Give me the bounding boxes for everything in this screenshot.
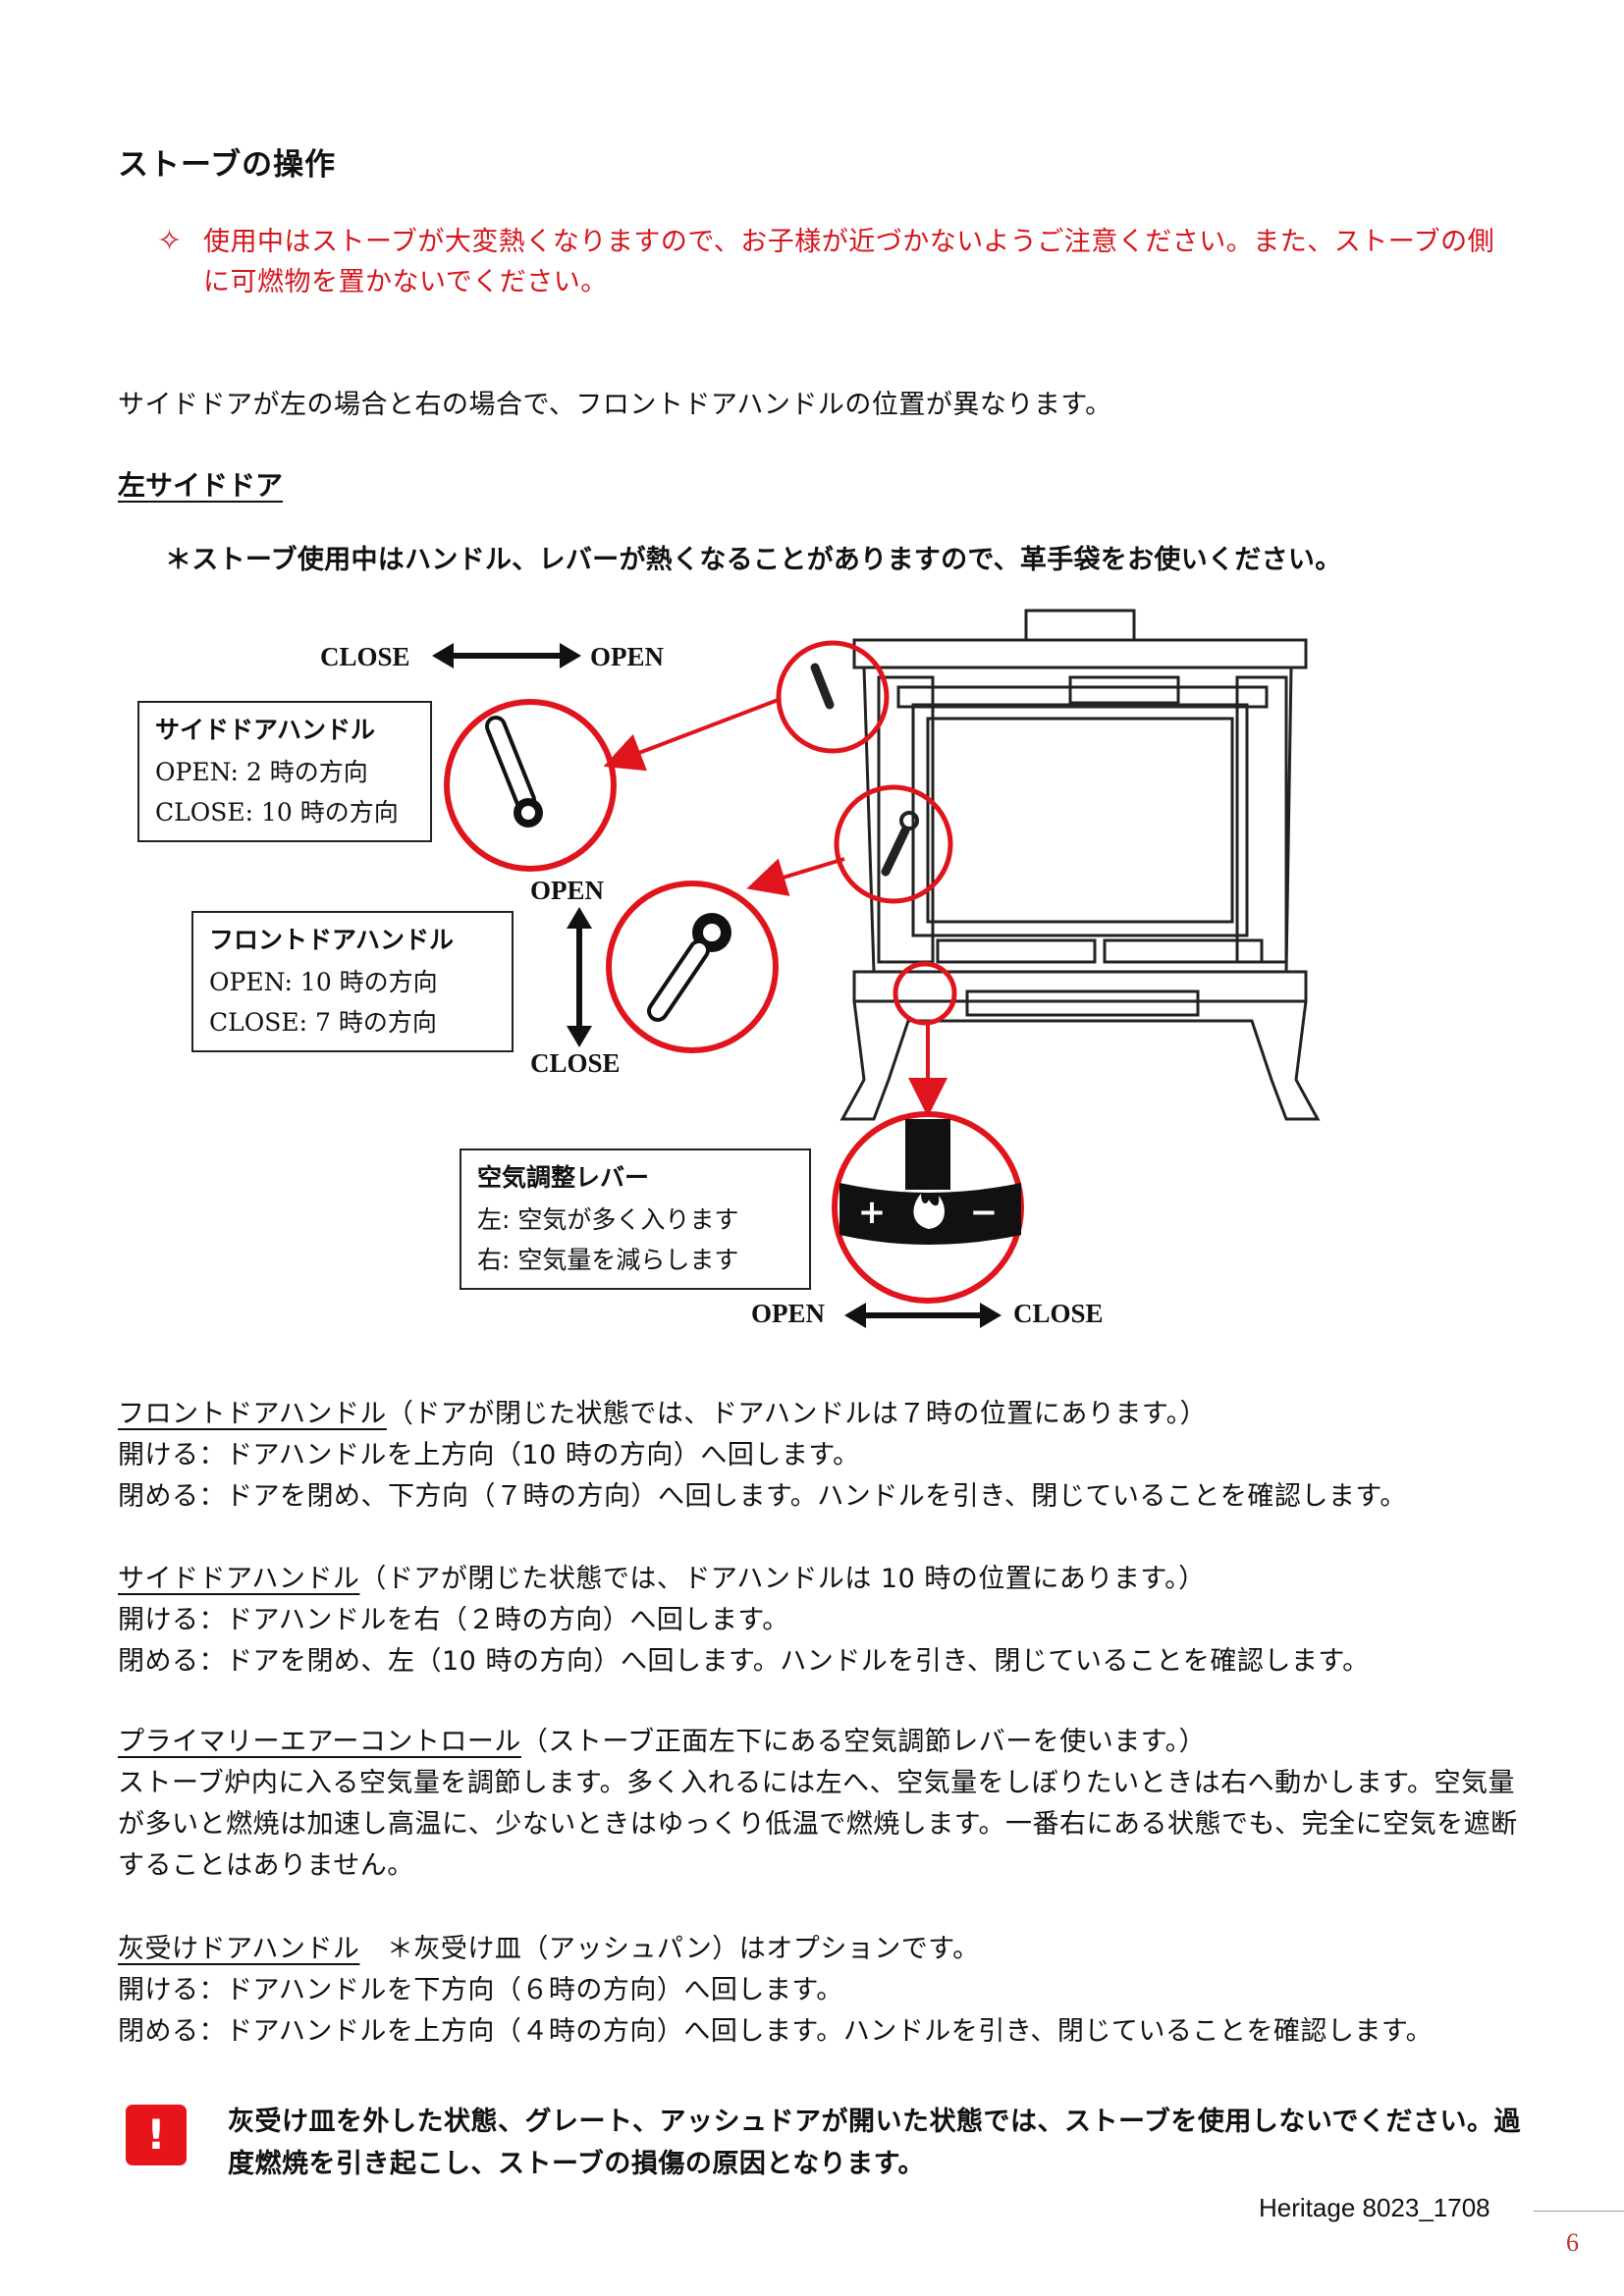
ash-handle-open: 開ける：ドアハンドルを下方向（６時の方向）へ回します。 bbox=[118, 1975, 843, 2005]
glove-note: ＊ストーブ使用中はハンドル、レバーが熱くなることがありますので、革手袋をお使いく… bbox=[165, 545, 1342, 575]
front-handle-box: フロントドアハンドル OPEN: 10 時の方向 CLOSE: 7 時の方向 bbox=[191, 911, 514, 1052]
front-handle-section: フロントドアハンドル（ドアが閉じた状態では、ドアハンドルは７時の位置にあります。… bbox=[118, 1394, 1522, 1518]
side-handle-open: 開ける：ドアハンドルを右（２時の方向）へ回します。 bbox=[118, 1605, 789, 1635]
side-open-label: OPEN bbox=[590, 642, 665, 671]
ash-handle-section: 灰受けドアハンドル ＊灰受け皿（アッシュパン）はオプションです。 開ける：ドアハ… bbox=[118, 1929, 1522, 2053]
side-handle-section: サイドドアハンドル（ドアが閉じた状態では、ドアハンドルは 10 時の位置にありま… bbox=[118, 1559, 1522, 1682]
side-handle-box: サイドドアハンドル OPEN: 2 時の方向 CLOSE: 10 時の方向 bbox=[137, 701, 432, 842]
air-open-label: OPEN bbox=[751, 1299, 826, 1328]
front-handle-open: 開ける：ドアハンドルを上方向（10 時の方向）へ回します。 bbox=[118, 1440, 860, 1470]
ash-handle-desc: ＊灰受け皿（アッシュパン）はオプションです。 bbox=[359, 1934, 980, 1964]
primary-air-body: ストーブ炉内に入る空気量を調節します。多く入れるには左へ、空気量をしぼりたいとき… bbox=[118, 1768, 1518, 1881]
intro-text: サイドドアが左の場合と右の場合で、フロントドアハンドルの位置が異なります。 bbox=[118, 390, 1112, 420]
front-handle-box-title: フロントドアハンドル bbox=[209, 926, 455, 954]
air-lever-box: 空気調整レバー 左: 空気が多く入ります 右: 空気量を減らします bbox=[460, 1148, 811, 1290]
front-handle-close: 閉める：ドアを閉め、下方向（７時の方向）へ回します。ハンドルを引き、閉じているこ… bbox=[118, 1481, 1407, 1512]
air-lever-box-title: 空気調整レバー bbox=[477, 1163, 650, 1192]
primary-air-desc: （ストーブ正面左下にある空気調節レバーを使います。） bbox=[520, 1727, 1207, 1757]
front-handle-box-close: CLOSE: 7 時の方向 bbox=[209, 1008, 437, 1037]
side-handle-box-title: サイドドアハンドル bbox=[155, 716, 376, 744]
warning-star-icon: ✧ bbox=[157, 224, 183, 258]
ash-handle-close: 閉める：ドアハンドルを上方向（４時の方向）へ回します。ハンドルを引き、閉じている… bbox=[118, 2016, 1434, 2047]
page-title: ストーブの操作 bbox=[118, 147, 337, 183]
page-number: 6 bbox=[1566, 2228, 1579, 2257]
stove-diagram: + − bbox=[432, 609, 1321, 1328]
ash-handle-title: 灰受けドアハンドル bbox=[118, 1934, 360, 1964]
side-handle-box-close: CLOSE: 10 時の方向 bbox=[155, 798, 399, 827]
section-title: 左サイドドア bbox=[118, 469, 284, 502]
front-handle-title: フロントドアハンドル bbox=[118, 1399, 387, 1429]
primary-air-section: プライマリーエアーコントロール（ストーブ正面左下にある空気調節レバーを使います。… bbox=[118, 1722, 1522, 1887]
side-handle-close: 閉める：ドアを閉め、左（10 時の方向）へ回します。ハンドルを引き、閉じているこ… bbox=[118, 1646, 1370, 1677]
lever-plus-label: + bbox=[858, 1193, 887, 1232]
footer-divider bbox=[1534, 2211, 1624, 2212]
front-handle-desc: （ドアが閉じた状態では、ドアハンドルは７時の位置にあります。） bbox=[386, 1399, 1208, 1429]
side-handle-desc: （ドアが閉じた状態では、ドアハンドルは 10 時の位置にあります。） bbox=[359, 1564, 1206, 1594]
front-open-label: OPEN bbox=[530, 876, 605, 905]
front-handle-box-open: OPEN: 10 時の方向 bbox=[209, 968, 438, 996]
air-close-label: CLOSE bbox=[1013, 1299, 1104, 1328]
side-handle-title: サイドドアハンドル bbox=[118, 1564, 360, 1594]
side-close-label: CLOSE bbox=[320, 642, 410, 671]
lever-minus-label: − bbox=[970, 1193, 999, 1232]
front-close-label: CLOSE bbox=[530, 1048, 621, 1078]
alert-text: 灰受け皿を外した状態、グレート、アッシュドアが開いた状態では、ストーブを使用しな… bbox=[228, 2107, 1522, 2179]
warning-text: 使用中はストーブが大変熱くなりますので、お子様が近づかないようご注意ください。ま… bbox=[203, 227, 1495, 297]
flame-icon bbox=[913, 1194, 945, 1229]
primary-air-title: プライマリーエアーコントロール bbox=[118, 1727, 521, 1757]
alert-exclamation-icon: ! bbox=[126, 2105, 187, 2165]
air-lever-box-right: 右: 空気量を減らします bbox=[477, 1246, 739, 1274]
side-handle-box-open: OPEN: 2 時の方向 bbox=[155, 758, 368, 786]
air-lever-box-left: 左: 空気が多く入ります bbox=[477, 1205, 739, 1234]
document-code: Heritage 8023_1708 bbox=[1259, 2193, 1490, 2222]
stove-illustration bbox=[839, 609, 1321, 1121]
